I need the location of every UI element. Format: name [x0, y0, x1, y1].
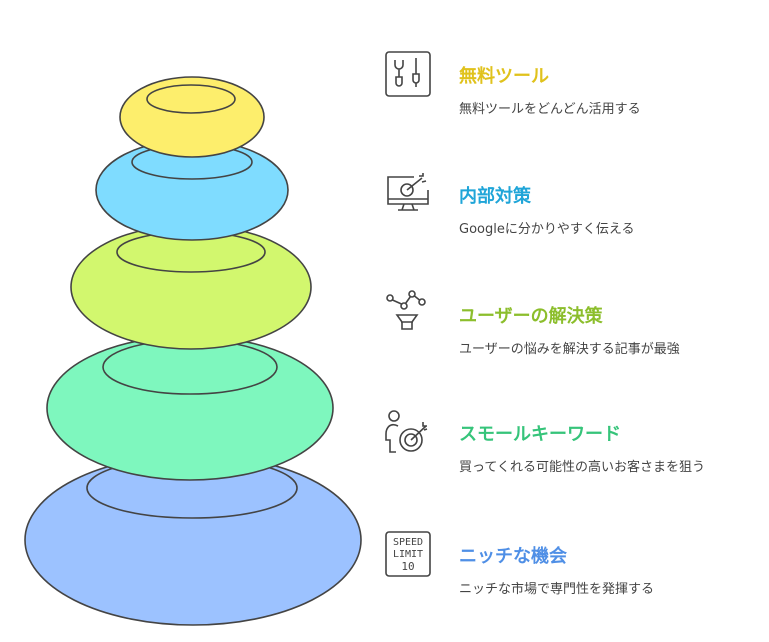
- item-title: ニッチな機会: [459, 546, 567, 567]
- ring-small-keyword: [46, 335, 334, 481]
- item-title: スモールキーワード: [459, 424, 621, 445]
- item-free-tools: 無料ツール 無料ツールをどんどん活用する: [384, 50, 764, 130]
- item-title: ユーザーの解決策: [459, 306, 603, 327]
- sign-line-3: 10: [401, 560, 414, 573]
- ring-free-tools-hole: [146, 84, 236, 114]
- item-description: 無料ツールをどんどん活用する: [459, 102, 641, 117]
- item-internal-seo: 内部対策 Googleに分かりやすく伝える: [384, 170, 764, 250]
- sign-line-1: SPEED: [393, 537, 423, 548]
- tools-icon: [385, 51, 431, 97]
- item-user-solution: ユーザーの解決策 ユーザーの悩みを解決する記事が最強: [384, 290, 764, 370]
- network-funnel-icon: [386, 290, 426, 330]
- item-title: 無料ツール: [459, 66, 549, 87]
- ring-free-tools: [119, 76, 265, 158]
- item-description: 買ってくれる可能性の高いお客さまを狙う: [459, 460, 705, 475]
- sign-line-2: LIMIT: [393, 549, 423, 560]
- item-small-keyword: スモールキーワード 買ってくれる可能性の高いお客さまを狙う: [384, 408, 764, 488]
- item-description: ユーザーの悩みを解決する記事が最強: [459, 342, 680, 357]
- person-target-icon: [385, 410, 428, 453]
- item-niche-opportunity: SPEED LIMIT 10 ニッチな機会 ニッチな市場で専門性を発揮する: [384, 530, 764, 610]
- item-title: 内部対策: [459, 186, 531, 207]
- item-description: Googleに分かりやすく伝える: [459, 222, 635, 237]
- monitor-target-icon: [387, 173, 429, 211]
- item-description: ニッチな市場で専門性を発揮する: [459, 582, 655, 597]
- ring-user-solution: [70, 224, 312, 350]
- speed-limit-sign-icon: SPEED LIMIT 10: [385, 531, 431, 577]
